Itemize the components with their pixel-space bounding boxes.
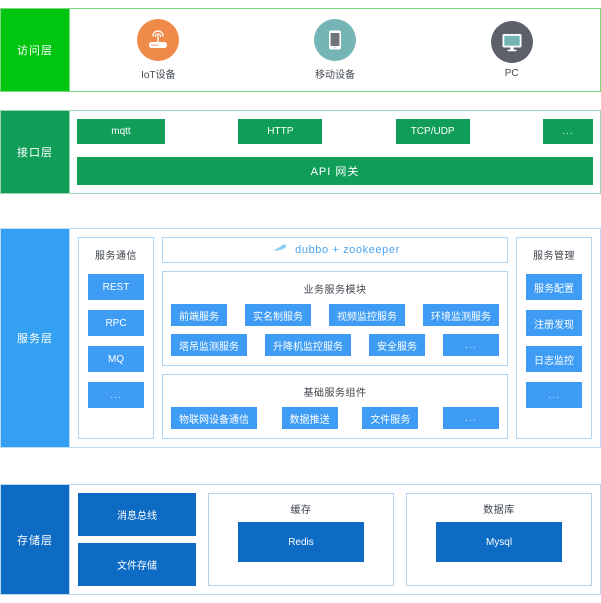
interface-layer: 接口层 mqtt HTTP TCP/UDP ... API 网关 [0,110,601,194]
database-panel: 数据库 Mysql [406,493,592,586]
panel-title: 业务服务模块 [303,285,367,296]
comm-rest[interactable]: REST [88,274,144,300]
service-layer-label: 服务层 [1,229,69,447]
router-icon [137,19,180,61]
comm-rpc[interactable]: RPC [88,310,144,336]
base-components-panel: 基础服务组件 物联网设备通信 数据推送 文件服务 ... [162,374,508,439]
base-components-row: 物联网设备通信 数据推送 文件服务 ... [171,407,499,429]
base-iot-communication[interactable]: 物联网设备通信 [171,407,257,429]
storage-blocks-column: 消息总线 文件存储 [78,493,196,586]
panel-title: 基础服务组件 [303,388,367,399]
business-modules-row-2: 塔吊监测服务 升降机监控服务 安全服务 ... [171,334,499,356]
comm-mq[interactable]: MQ [88,346,144,372]
device-iot[interactable]: IoT设备 [70,19,247,81]
base-data-push[interactable]: 数据推送 [281,407,338,429]
protocol-http[interactable]: HTTP [238,119,323,144]
module-realname[interactable]: 实名制服务 [245,304,311,326]
service-communication-panel: 服务通信 REST RPC MQ ... [78,237,154,439]
access-layer: 访问层 IoT设备 [0,8,601,92]
comm-more[interactable]: ... [88,382,144,408]
panel-title: 服务管理 [533,251,575,262]
cache-redis[interactable]: Redis [238,522,364,562]
manage-log-monitor[interactable]: 日志监控 [526,346,582,372]
panel-title: 数据库 [483,505,515,516]
storage-file-storage[interactable]: 文件存储 [78,543,196,586]
module-elevator-monitor[interactable]: 升降机监控服务 [265,334,351,356]
device-label: IoT设备 [141,70,176,81]
service-management-panel: 服务管理 服务配置 注册发现 日志监控 ... [516,237,592,439]
service-center-stack: dubbo + zookeeper 业务服务模块 前端服务 实名制服务 视频监控… [162,237,508,439]
access-layer-label: 访问层 [1,9,69,91]
base-file-service[interactable]: 文件服务 [362,407,419,429]
dubbo-logo-icon [270,241,288,259]
module-environment-monitor[interactable]: 环境监测服务 [423,304,499,326]
manage-registry-discovery[interactable]: 注册发现 [526,310,582,336]
module-video-monitor[interactable]: 视频监控服务 [329,304,405,326]
api-gateway-bar[interactable]: API 网关 [77,157,593,185]
business-modules-row-1: 前端服务 实名制服务 视频监控服务 环境监测服务 [171,304,499,326]
panel-title: 服务通信 [95,251,137,262]
module-frontend[interactable]: 前端服务 [171,304,227,326]
protocol-more[interactable]: ... [542,119,593,144]
manage-service-config[interactable]: 服务配置 [526,274,582,300]
dubbo-label: dubbo + zookeeper [295,244,400,256]
database-mysql[interactable]: Mysql [436,522,562,562]
storage-layer-label: 存储层 [1,485,69,594]
base-more[interactable]: ... [442,407,499,429]
module-safety[interactable]: 安全服务 [369,334,425,356]
dubbo-zookeeper-box[interactable]: dubbo + zookeeper [162,237,508,263]
storage-layer-body: 消息总线 文件存储 缓存 Redis 数据库 Mysql [69,485,600,594]
desktop-monitor-icon [490,21,533,63]
manage-more[interactable]: ... [526,382,582,408]
device-mobile[interactable]: 移动设备 [247,19,424,81]
device-label: PC [504,68,519,79]
interface-layer-body: mqtt HTTP TCP/UDP ... API 网关 [69,111,600,193]
device-pc[interactable]: PC [423,21,600,79]
protocol-mqtt[interactable]: mqtt [77,119,165,144]
storage-message-bus[interactable]: 消息总线 [78,493,196,536]
service-layer: 服务层 服务通信 REST RPC MQ ... [0,228,601,448]
module-tower-crane-monitor[interactable]: 塔吊监测服务 [171,334,247,356]
protocol-tcp-udp[interactable]: TCP/UDP [395,119,470,144]
cache-panel: 缓存 Redis [208,493,394,586]
service-layer-body: 服务通信 REST RPC MQ ... dubbo + zookeeper [69,229,600,447]
device-label: 移动设备 [315,70,355,81]
storage-layer: 存储层 消息总线 文件存储 缓存 Redis 数据库 Mysql [0,484,601,595]
interface-layer-label: 接口层 [1,111,69,193]
protocol-row: mqtt HTTP TCP/UDP ... [77,119,593,144]
business-modules-panel: 业务服务模块 前端服务 实名制服务 视频监控服务 环境监测服务 塔吊监测服务 升… [162,271,508,366]
panel-title: 缓存 [290,505,312,516]
module-more[interactable]: ... [443,334,499,356]
mobile-device-icon [314,19,356,61]
access-layer-body: IoT设备 移动设备 [69,9,600,91]
